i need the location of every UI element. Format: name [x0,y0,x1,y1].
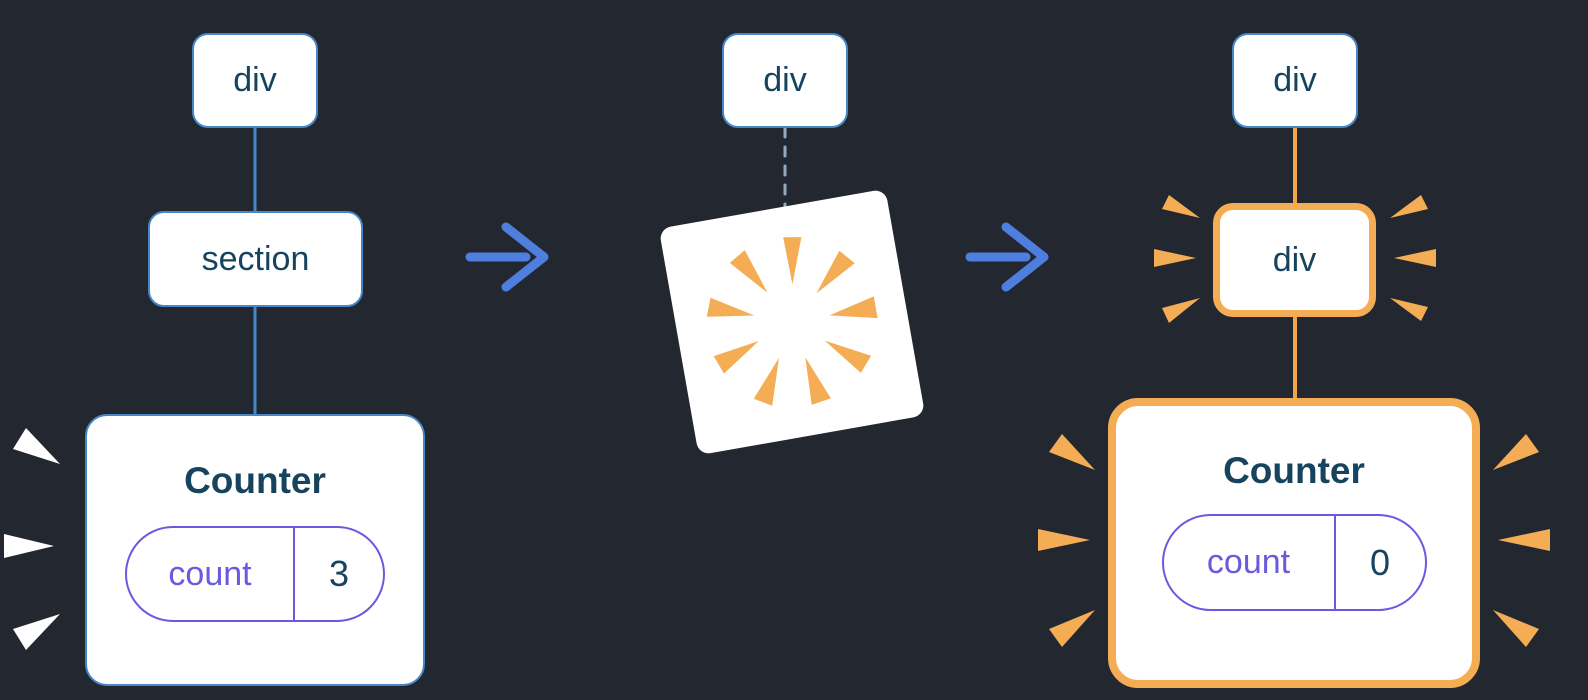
tree-node-root-right: div [1232,33,1358,128]
poof-ray [829,296,878,319]
arrow-head [501,222,549,292]
burst-ray [13,428,60,464]
node-label: div [1273,61,1317,99]
poof-ray [783,237,802,285]
state-pill: count 0 [1161,514,1427,611]
node-label: div [233,61,277,99]
state-value: 0 [1369,541,1391,583]
burst-ray [1390,298,1428,321]
component-title: Counter [1223,450,1365,491]
burst-icon-left-counter [4,428,60,650]
tree-node-root-middle: div [722,33,848,128]
poof-ray [706,297,755,317]
poof-ray [824,340,872,373]
state-key: count [1164,516,1336,609]
poof-ray [713,341,759,374]
node-label: section [201,239,310,278]
state-key: count [127,528,295,620]
burst-ray [1162,298,1200,323]
poof-burst [706,237,878,406]
burst-ray [1038,529,1090,551]
poof-ray [729,250,768,293]
counter-component-left: Counter count 3 [85,414,425,686]
burst-icon-highlight-div [1154,195,1436,323]
node-label: div [1272,240,1317,279]
arrow-right-icon [465,222,549,292]
burst-ray [1154,249,1196,267]
counter-component-right: Counter count 0 [1108,398,1480,688]
poof-card [660,190,924,454]
burst-ray [1390,195,1428,218]
component-title: Counter [184,460,326,501]
arrow-head [1001,222,1049,292]
tree-node-highlighted-div: div [1213,203,1376,317]
tree-node-root-left: div [192,33,318,128]
node-label: div [763,61,807,99]
burst-ray [1394,249,1436,267]
burst-ray [1162,195,1200,218]
burst-ray [1498,529,1550,551]
burst-ray [1049,610,1095,647]
poof-ray [753,357,780,406]
burst-ray [4,534,54,558]
state-pill: count 3 [125,526,385,622]
poof-icon [660,190,924,454]
poof-ray [816,250,855,294]
state-value: 3 [328,553,350,594]
burst-ray [1493,610,1539,647]
burst-ray [1493,434,1539,470]
burst-ray [13,614,60,650]
tree-node-section-left: section [148,211,363,307]
poof-ray [805,357,831,405]
burst-ray [1049,434,1095,470]
arrow-right-icon [965,222,1049,292]
burst-icon-right-counter [1038,434,1550,647]
